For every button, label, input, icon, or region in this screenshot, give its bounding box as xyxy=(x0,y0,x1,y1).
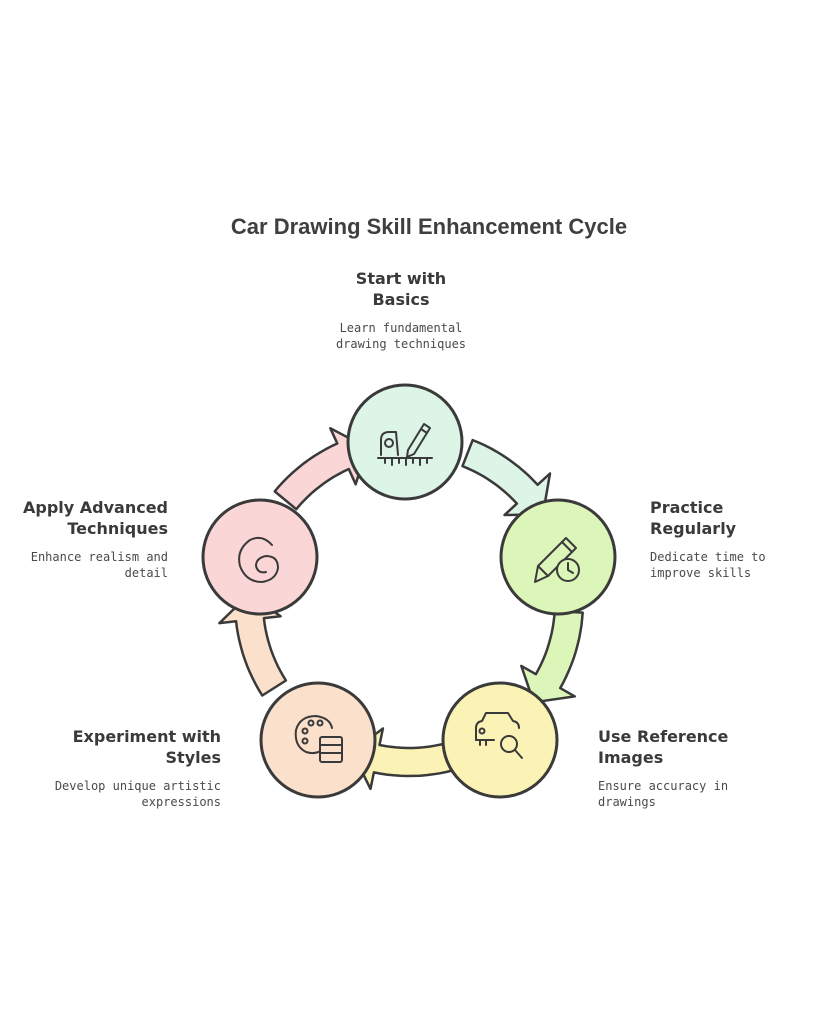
step-node-experiment xyxy=(259,681,377,799)
step-description: Ensure accuracy in drawings xyxy=(598,779,729,809)
car-search-icon xyxy=(475,712,523,759)
step-heading: Practice Regularly xyxy=(650,498,737,538)
step-node-advanced xyxy=(201,498,319,616)
step-description: Enhance realism and detail xyxy=(30,550,168,580)
step-label-basics: Start with Basics Learn fundamental draw… xyxy=(311,268,491,352)
step-heading: Use Reference Images xyxy=(598,727,729,767)
diagram-title: Car Drawing Skill Enhancement Cycle xyxy=(230,214,628,239)
step-heading: Experiment with Styles xyxy=(72,727,221,767)
cycle-arrow xyxy=(520,609,584,704)
pencil-clock-icon xyxy=(534,537,580,583)
step-node-reference xyxy=(441,681,559,799)
step-label-practice: Practice Regularly Dedicate time to impr… xyxy=(650,497,810,581)
step-heading: Start with Basics xyxy=(355,269,447,309)
step-label-advanced: Apply Advanced Techniques Enhance realis… xyxy=(8,497,168,581)
step-node-practice xyxy=(499,498,617,616)
spiral-icon xyxy=(238,536,279,583)
step-heading: Apply Advanced Techniques xyxy=(22,498,168,538)
step-label-experiment: Experiment with Styles Develop unique ar… xyxy=(21,726,221,810)
step-node-basics xyxy=(346,383,464,501)
ruler-pencil-icon xyxy=(377,423,433,466)
step-label-reference: Use Reference Images Ensure accuracy in … xyxy=(598,726,798,810)
step-description: Learn fundamental drawing techniques xyxy=(335,321,467,351)
palette-icon xyxy=(294,715,343,763)
step-description: Dedicate time to improve skills xyxy=(650,550,766,580)
step-description: Develop unique artistic expressions xyxy=(54,779,221,809)
